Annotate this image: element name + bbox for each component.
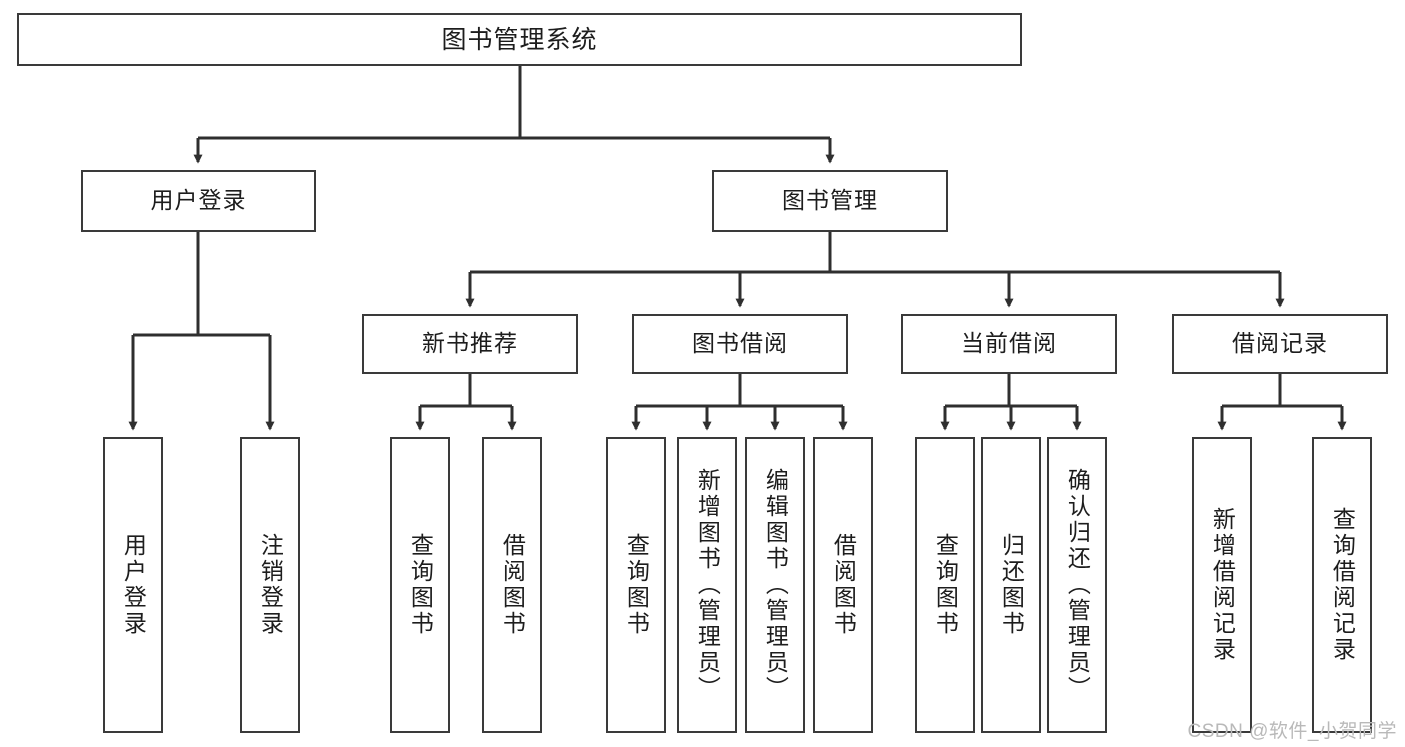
node-label: 新增借阅记录 <box>1209 507 1236 663</box>
node-label: 注销登录 <box>257 533 284 637</box>
node-label: 查询借阅记录 <box>1329 507 1356 663</box>
node-label: 借阅图书 <box>499 533 526 637</box>
node-leaf-add-book[interactable]: 新增图书（管理员） <box>677 437 737 733</box>
node-label: 用户登录 <box>120 533 147 637</box>
node-label: 借阅记录 <box>1232 330 1328 357</box>
node-new-book-recommend[interactable]: 新书推荐 <box>362 314 578 374</box>
node-leaf-user-login[interactable]: 用户登录 <box>103 437 163 733</box>
node-label: 当前借阅 <box>961 330 1057 357</box>
node-borrow-record[interactable]: 借阅记录 <box>1172 314 1388 374</box>
node-label: 图书管理系统 <box>441 25 598 54</box>
node-label: 查询图书 <box>407 533 434 637</box>
node-root-system[interactable]: 图书管理系统 <box>17 13 1022 66</box>
node-user-login[interactable]: 用户登录 <box>81 170 316 232</box>
watermark: CSDN @软件_小贺同学 <box>1187 721 1397 742</box>
node-leaf-logout[interactable]: 注销登录 <box>240 437 300 733</box>
node-label: 新增图书（管理员） <box>694 468 721 702</box>
node-leaf-query-book-1[interactable]: 查询图书 <box>390 437 450 733</box>
node-leaf-query-book-3[interactable]: 查询图书 <box>915 437 975 733</box>
node-label: 图书管理 <box>782 187 878 214</box>
node-label: 编辑图书（管理员） <box>762 468 789 702</box>
node-leaf-add-record[interactable]: 新增借阅记录 <box>1192 437 1252 733</box>
node-label: 用户登录 <box>150 187 247 214</box>
node-label: 归还图书 <box>998 533 1025 637</box>
node-label: 图书借阅 <box>692 330 788 357</box>
node-label: 借阅图书 <box>830 533 857 637</box>
node-label: 确认归还（管理员） <box>1064 468 1091 702</box>
node-leaf-edit-book[interactable]: 编辑图书（管理员） <box>745 437 805 733</box>
node-leaf-return-book[interactable]: 归还图书 <box>981 437 1041 733</box>
node-book-management[interactable]: 图书管理 <box>712 170 948 232</box>
node-label: 查询图书 <box>623 533 650 637</box>
node-leaf-borrow-book-2[interactable]: 借阅图书 <box>813 437 873 733</box>
node-leaf-query-book-2[interactable]: 查询图书 <box>606 437 666 733</box>
node-label: 新书推荐 <box>422 330 518 357</box>
node-label: 查询图书 <box>932 533 959 637</box>
node-book-borrow[interactable]: 图书借阅 <box>632 314 848 374</box>
node-current-borrow[interactable]: 当前借阅 <box>901 314 1117 374</box>
node-leaf-confirm-return[interactable]: 确认归还（管理员） <box>1047 437 1107 733</box>
node-leaf-borrow-book-1[interactable]: 借阅图书 <box>482 437 542 733</box>
node-leaf-query-record[interactable]: 查询借阅记录 <box>1312 437 1372 733</box>
